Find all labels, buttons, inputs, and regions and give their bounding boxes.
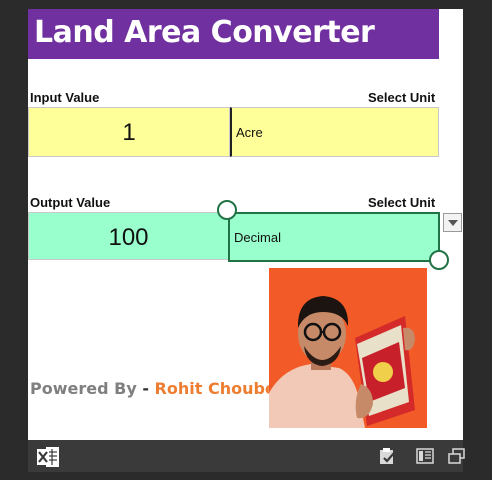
powered-by-separator: - — [142, 379, 149, 398]
restore-window-icon[interactable] — [448, 447, 466, 465]
output-unit-text: Decimal — [234, 230, 281, 245]
input-unit-label: Select Unit — [368, 90, 436, 105]
input-value-field[interactable]: 1 — [28, 107, 230, 157]
output-unit-label: Select Unit — [368, 195, 436, 210]
page-title: Land Area Converter — [34, 15, 375, 50]
input-value-text: 1 — [122, 119, 136, 146]
title-banner: Land Area Converter — [28, 9, 439, 59]
clipboard-check-icon[interactable] — [378, 447, 396, 465]
selection-handle-top-left[interactable] — [217, 200, 237, 220]
output-value-text: 100 — [108, 224, 149, 251]
author-photo — [269, 268, 427, 428]
worksheet-area: Land Area Converter Input Value Select U… — [28, 9, 463, 440]
unit-dropdown-button[interactable] — [443, 213, 462, 232]
input-value-label: Input Value — [30, 90, 100, 105]
output-value-label: Output Value — [30, 195, 111, 210]
input-unit-select[interactable]: Acre — [230, 107, 439, 157]
author-name: Rohit Choubey — [154, 379, 287, 398]
excel-icon[interactable] — [36, 446, 60, 468]
output-value-field: 100 — [28, 212, 229, 260]
powered-by-text: Powered By — [30, 379, 137, 398]
output-unit-select[interactable]: Decimal — [228, 212, 440, 262]
selection-handle-bottom-right[interactable] — [429, 250, 449, 270]
author-photo-illustration — [269, 268, 427, 428]
input-unit-text: Acre — [236, 125, 263, 140]
reading-view-icon[interactable] — [416, 447, 434, 465]
powered-by-credit: Powered By - Rohit Choubey — [30, 379, 286, 398]
status-bar — [28, 440, 466, 472]
